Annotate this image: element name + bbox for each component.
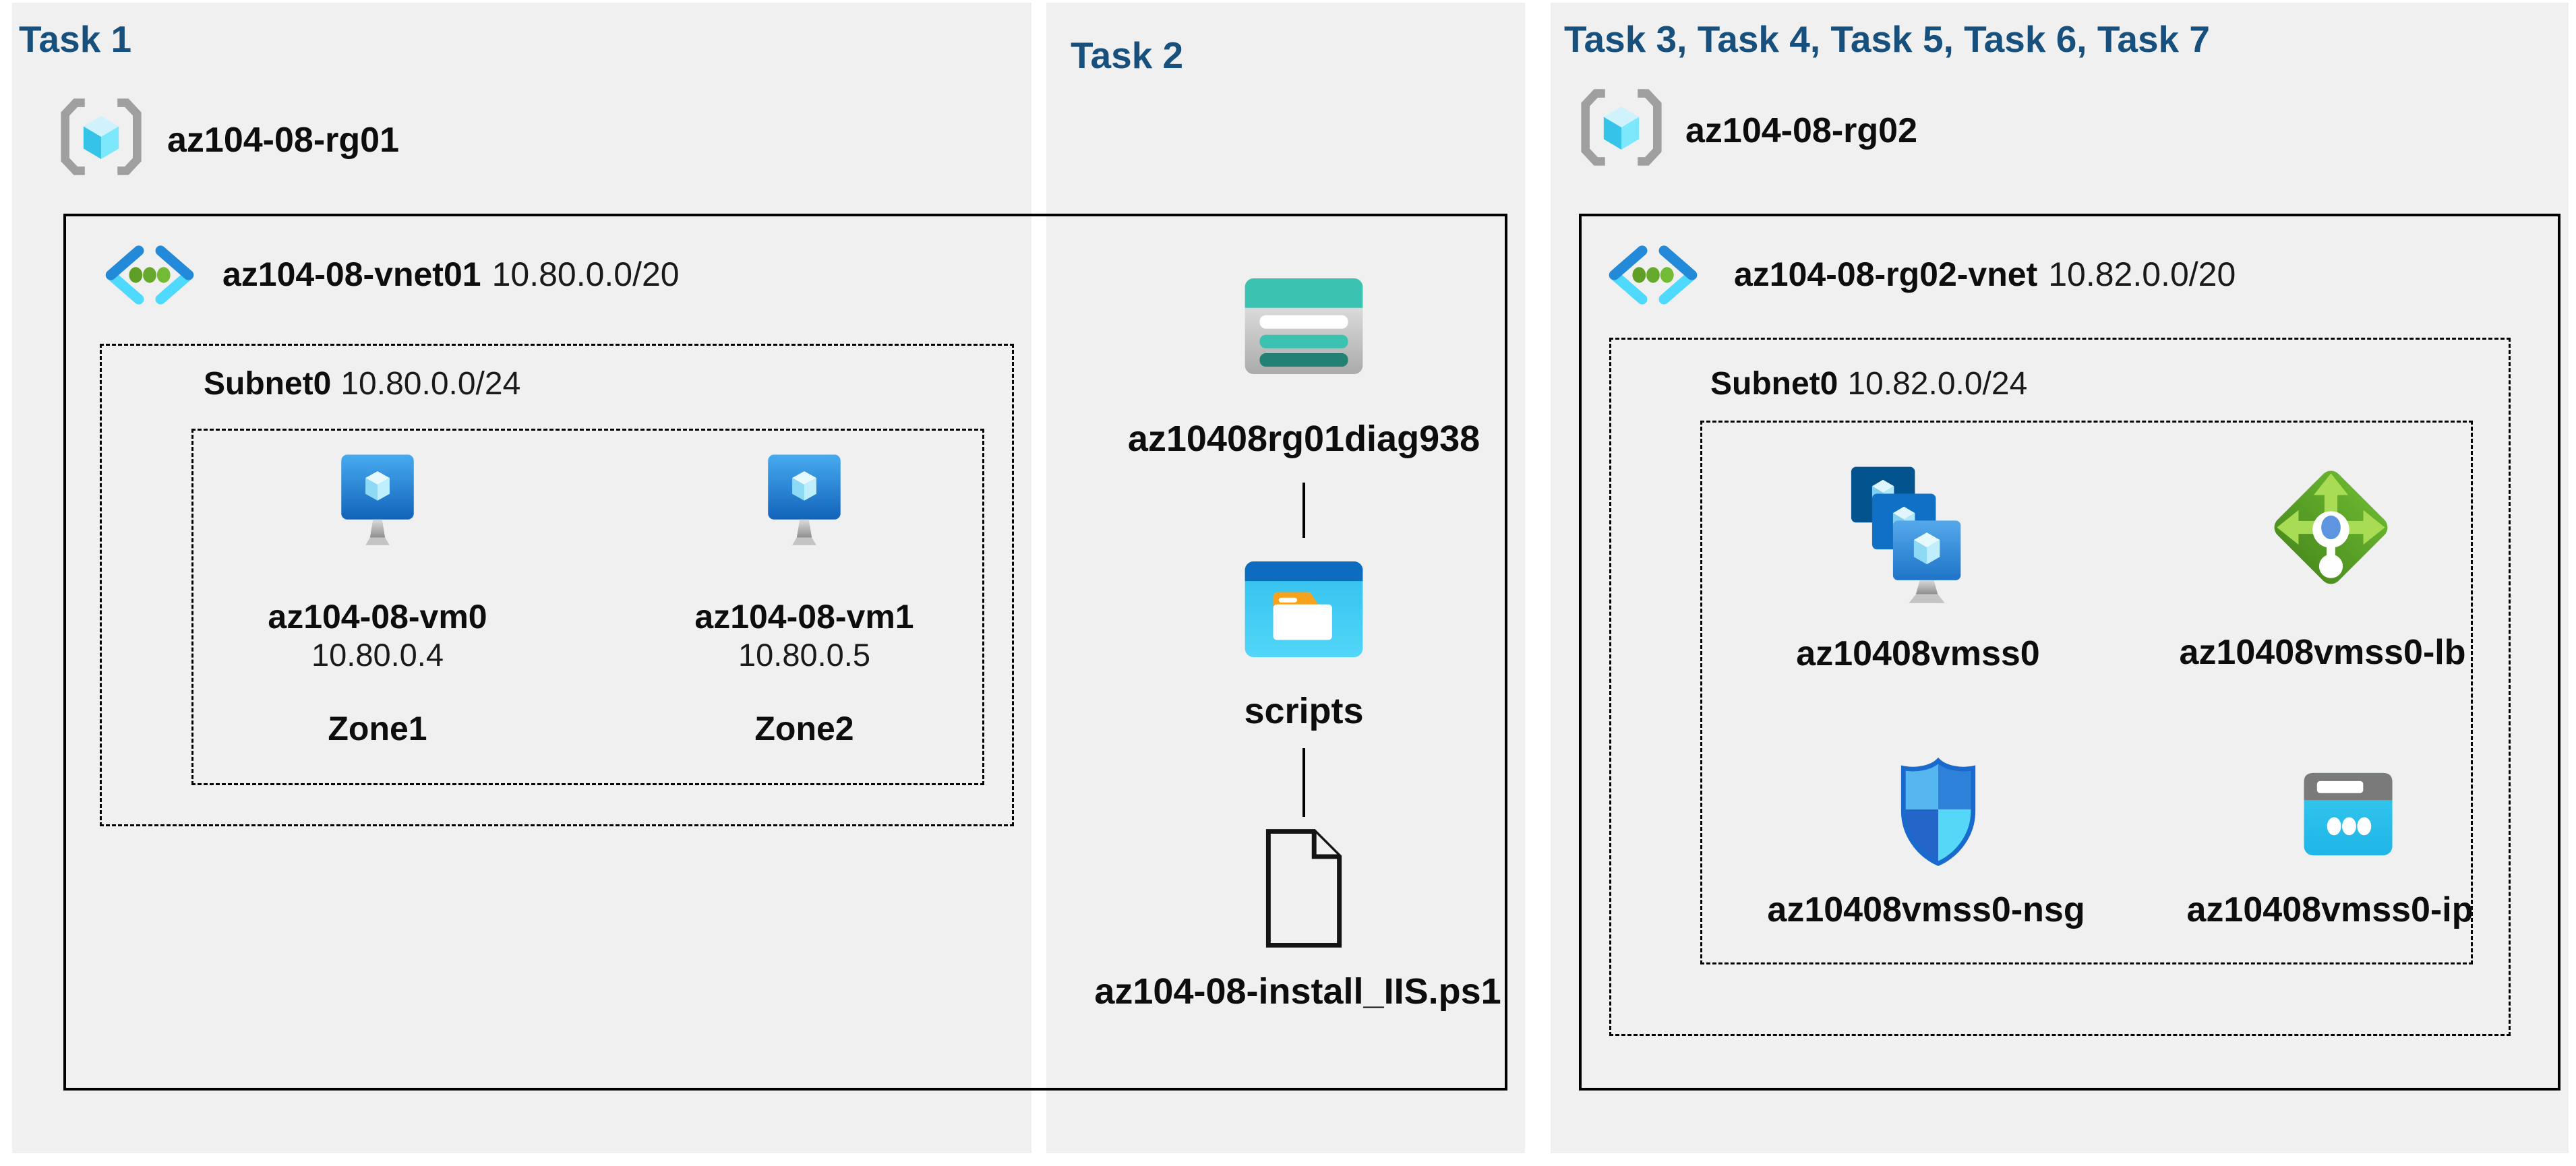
public-ip-icon bbox=[2304, 772, 2393, 856]
load-balancer-label: az10408vmss0-lb bbox=[2179, 633, 2466, 672]
rg02-vnet-name: az104-08-rg02-vnet bbox=[1734, 255, 2038, 293]
subnet0-name-rg01: Subnet0 bbox=[204, 366, 332, 402]
rg02-vnet-label-row: az104-08-rg02-vnet 10.82.0.0/20 bbox=[1734, 255, 2236, 294]
rg02-label: az104-08-rg02 bbox=[1685, 111, 1917, 150]
rg02-vnet-box bbox=[1579, 214, 2560, 1091]
vnet01-box bbox=[63, 214, 1507, 1091]
subnet0-box-rg01 bbox=[100, 344, 1014, 826]
subnet0-cidr-rg01: 10.80.0.0/24 bbox=[340, 366, 521, 402]
vm1-zone: Zone2 bbox=[754, 710, 854, 747]
storage-account-icon bbox=[1245, 278, 1363, 374]
script-file-label: az104-08-install_IIS.ps1 bbox=[1094, 971, 1501, 1012]
virtual-network-icon bbox=[1609, 245, 1698, 305]
storage-account-label: az10408rg01diag938 bbox=[1127, 419, 1480, 459]
vm-zone-box bbox=[191, 429, 984, 785]
subnet0-label-row-rg02: Subnet0 10.82.0.0/24 bbox=[1710, 365, 2027, 402]
blob-container-label: scripts bbox=[1244, 691, 1364, 731]
task1-title: Task 1 bbox=[19, 18, 132, 60]
rg02-vnet-cidr: 10.82.0.0/20 bbox=[2048, 255, 2236, 293]
task3-title: Task 3, Task 4, Task 5, Task 6, Task 7 bbox=[1564, 18, 2210, 60]
network-security-group-icon bbox=[1900, 757, 1976, 866]
vmss-label: az10408vmss0 bbox=[1796, 634, 2040, 673]
rg01-label: az104-08-rg01 bbox=[167, 121, 399, 160]
nsg-label: az10408vmss0-nsg bbox=[1767, 890, 2085, 929]
vnet01-cidr: 10.80.0.0/20 bbox=[491, 255, 680, 293]
panel-task3 bbox=[1551, 3, 2569, 1153]
vmss-resources-box bbox=[1700, 421, 2473, 964]
subnet0-cidr-rg02: 10.82.0.0/24 bbox=[1847, 366, 2028, 402]
vm0-ip: 10.80.0.4 bbox=[311, 637, 444, 673]
vnet01-name: az104-08-vnet01 bbox=[222, 255, 481, 293]
subnet0-box-rg02 bbox=[1609, 338, 2511, 1036]
vm1-ip: 10.80.0.5 bbox=[738, 637, 871, 673]
vnet01-label-row: az104-08-vnet01 10.80.0.0/20 bbox=[222, 255, 680, 294]
public-ip-label: az10408vmss0-ip bbox=[2186, 890, 2474, 929]
subnet0-label-row-rg01: Subnet0 10.80.0.0/24 bbox=[204, 365, 520, 402]
virtual-network-icon bbox=[105, 245, 194, 305]
blob-container-icon bbox=[1245, 561, 1363, 657]
panel-task1 bbox=[12, 3, 1031, 1153]
task2-title: Task 2 bbox=[1071, 34, 1184, 76]
vm-scale-set-icon bbox=[1851, 466, 1961, 603]
resource-group-icon bbox=[61, 98, 142, 175]
load-balancer-icon bbox=[2274, 470, 2388, 584]
virtual-machine-icon bbox=[768, 454, 841, 545]
connector-container-to-file bbox=[1302, 748, 1305, 817]
virtual-machine-icon bbox=[341, 454, 414, 545]
vm0-zone: Zone1 bbox=[328, 710, 427, 747]
vm0-name: az104-08-vm0 bbox=[268, 598, 487, 636]
resource-group-icon bbox=[1581, 89, 1662, 166]
script-file-icon bbox=[1265, 829, 1342, 948]
subnet0-name-rg02: Subnet0 bbox=[1710, 366, 1838, 402]
connector-storage-to-container bbox=[1302, 483, 1305, 538]
vm1-name: az104-08-vm1 bbox=[694, 598, 914, 636]
